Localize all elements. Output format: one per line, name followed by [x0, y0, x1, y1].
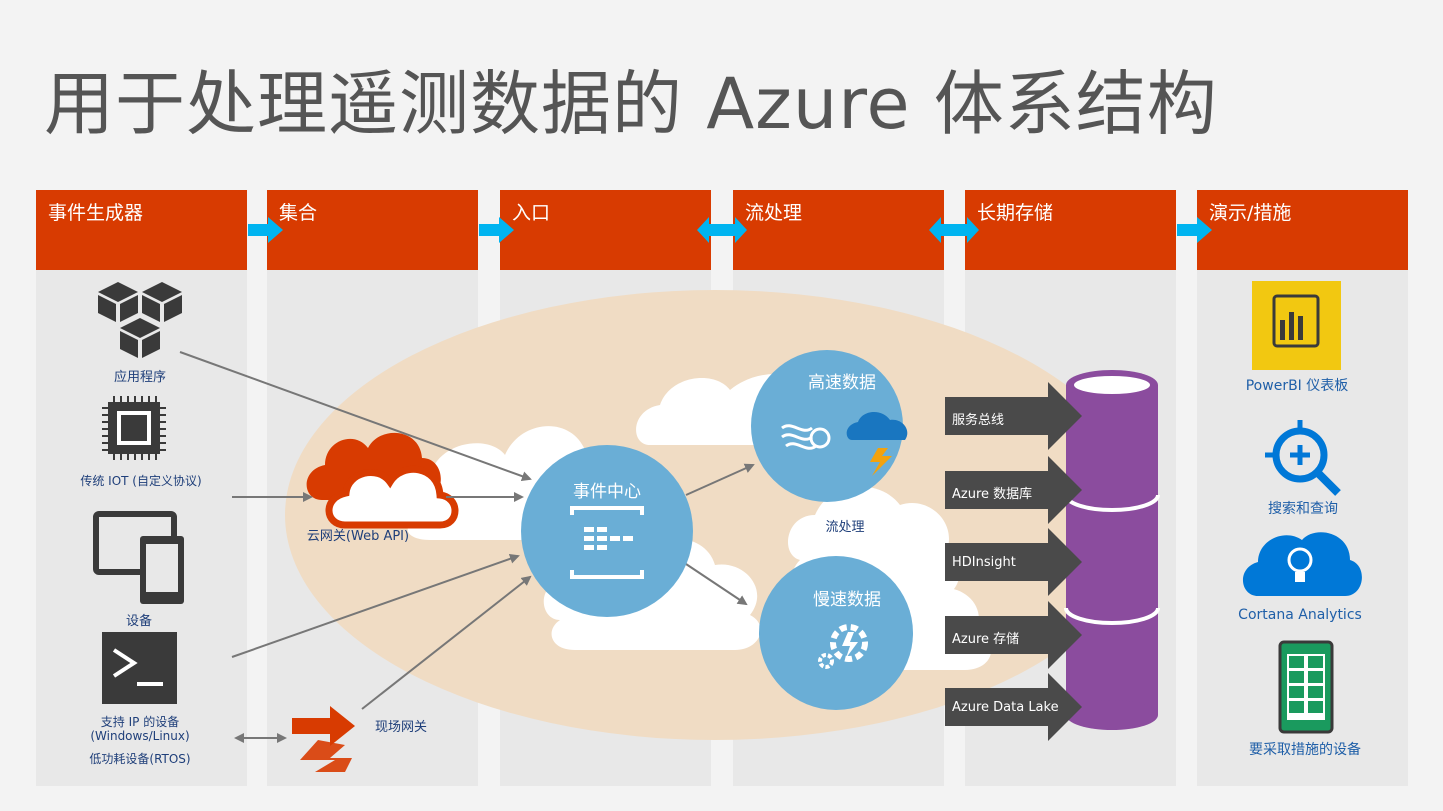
- storage-label: Azure Data Lake: [952, 700, 1059, 715]
- hot-path-circle: [751, 350, 908, 502]
- cloud-gateway-label: 云网关(Web API): [306, 529, 410, 544]
- terminal-icon: [102, 632, 177, 704]
- column-header-label: 集合: [279, 202, 318, 224]
- column-header-label: 演示/措施: [1209, 202, 1292, 224]
- storage-label: Azure 存储: [952, 632, 1020, 647]
- column-connectors: [248, 217, 1212, 243]
- column-header-collection: 集合: [267, 190, 478, 270]
- field-gateway-label: 现场网关: [375, 720, 428, 735]
- storage-label: HDInsight: [952, 555, 1016, 570]
- apps-label: 应用程序: [113, 370, 167, 385]
- search-label: 搜索和查询: [1268, 501, 1338, 517]
- powerbi-label: PowerBI 仪表板: [1245, 378, 1349, 394]
- ip-devices-label: 支持 IP 的设备: [100, 715, 180, 729]
- cold-path-label: 慢速数据: [813, 590, 881, 610]
- field-gateway-icon: [292, 706, 355, 772]
- ip-devices-os-label: (Windows/Linux): [90, 729, 190, 743]
- column-header-label: 流处理: [745, 202, 803, 224]
- column-header-label: 事件生成器: [48, 202, 144, 224]
- search-icon: [1265, 420, 1341, 496]
- column-header-label: 长期存储: [977, 202, 1054, 224]
- low-power-label: 低功耗设备(RTOS): [89, 752, 191, 766]
- iot-label: 传统 IOT (自定义协议): [80, 474, 202, 488]
- stream-processing-label: 流处理: [825, 520, 865, 535]
- column-header-label: 入口: [512, 202, 551, 224]
- powerbi-icon: [1252, 281, 1341, 370]
- column-header-presentation: 演示/措施: [1197, 190, 1408, 270]
- devices-label: 设备: [125, 614, 153, 629]
- cloud-gateway-icon: [306, 432, 459, 529]
- storage-arrows: [945, 382, 1082, 741]
- event-hub-label: 事件中心: [573, 482, 641, 502]
- cortana-analytics-icon: [1242, 532, 1362, 596]
- storage-label: Azure 数据库: [952, 487, 1033, 502]
- devices-icon: [93, 511, 184, 604]
- action-device-icon: [1278, 640, 1334, 734]
- hot-path-label: 高速数据: [808, 373, 876, 393]
- page-title: 用于处理遥测数据的 Azure 体系结构: [44, 63, 1218, 145]
- storage-label: 服务总线: [952, 413, 1005, 428]
- chip-icon: [102, 396, 166, 460]
- storage-cylinder: [1064, 370, 1160, 730]
- connection-lines: [179, 351, 755, 743]
- cortana-label: Cortana Analytics: [1238, 607, 1362, 623]
- event-hub-circle: [521, 445, 693, 617]
- cold-path-circle: [759, 556, 913, 710]
- column-header-stream: 流处理: [733, 190, 944, 270]
- apps-cubes-icon: [98, 282, 182, 358]
- action-device-label: 要采取措施的设备: [1249, 742, 1361, 758]
- column-header-ingest: 入口: [500, 190, 711, 270]
- column-header-producers: 事件生成器: [36, 190, 247, 270]
- column-header-storage: 长期存储: [965, 190, 1176, 270]
